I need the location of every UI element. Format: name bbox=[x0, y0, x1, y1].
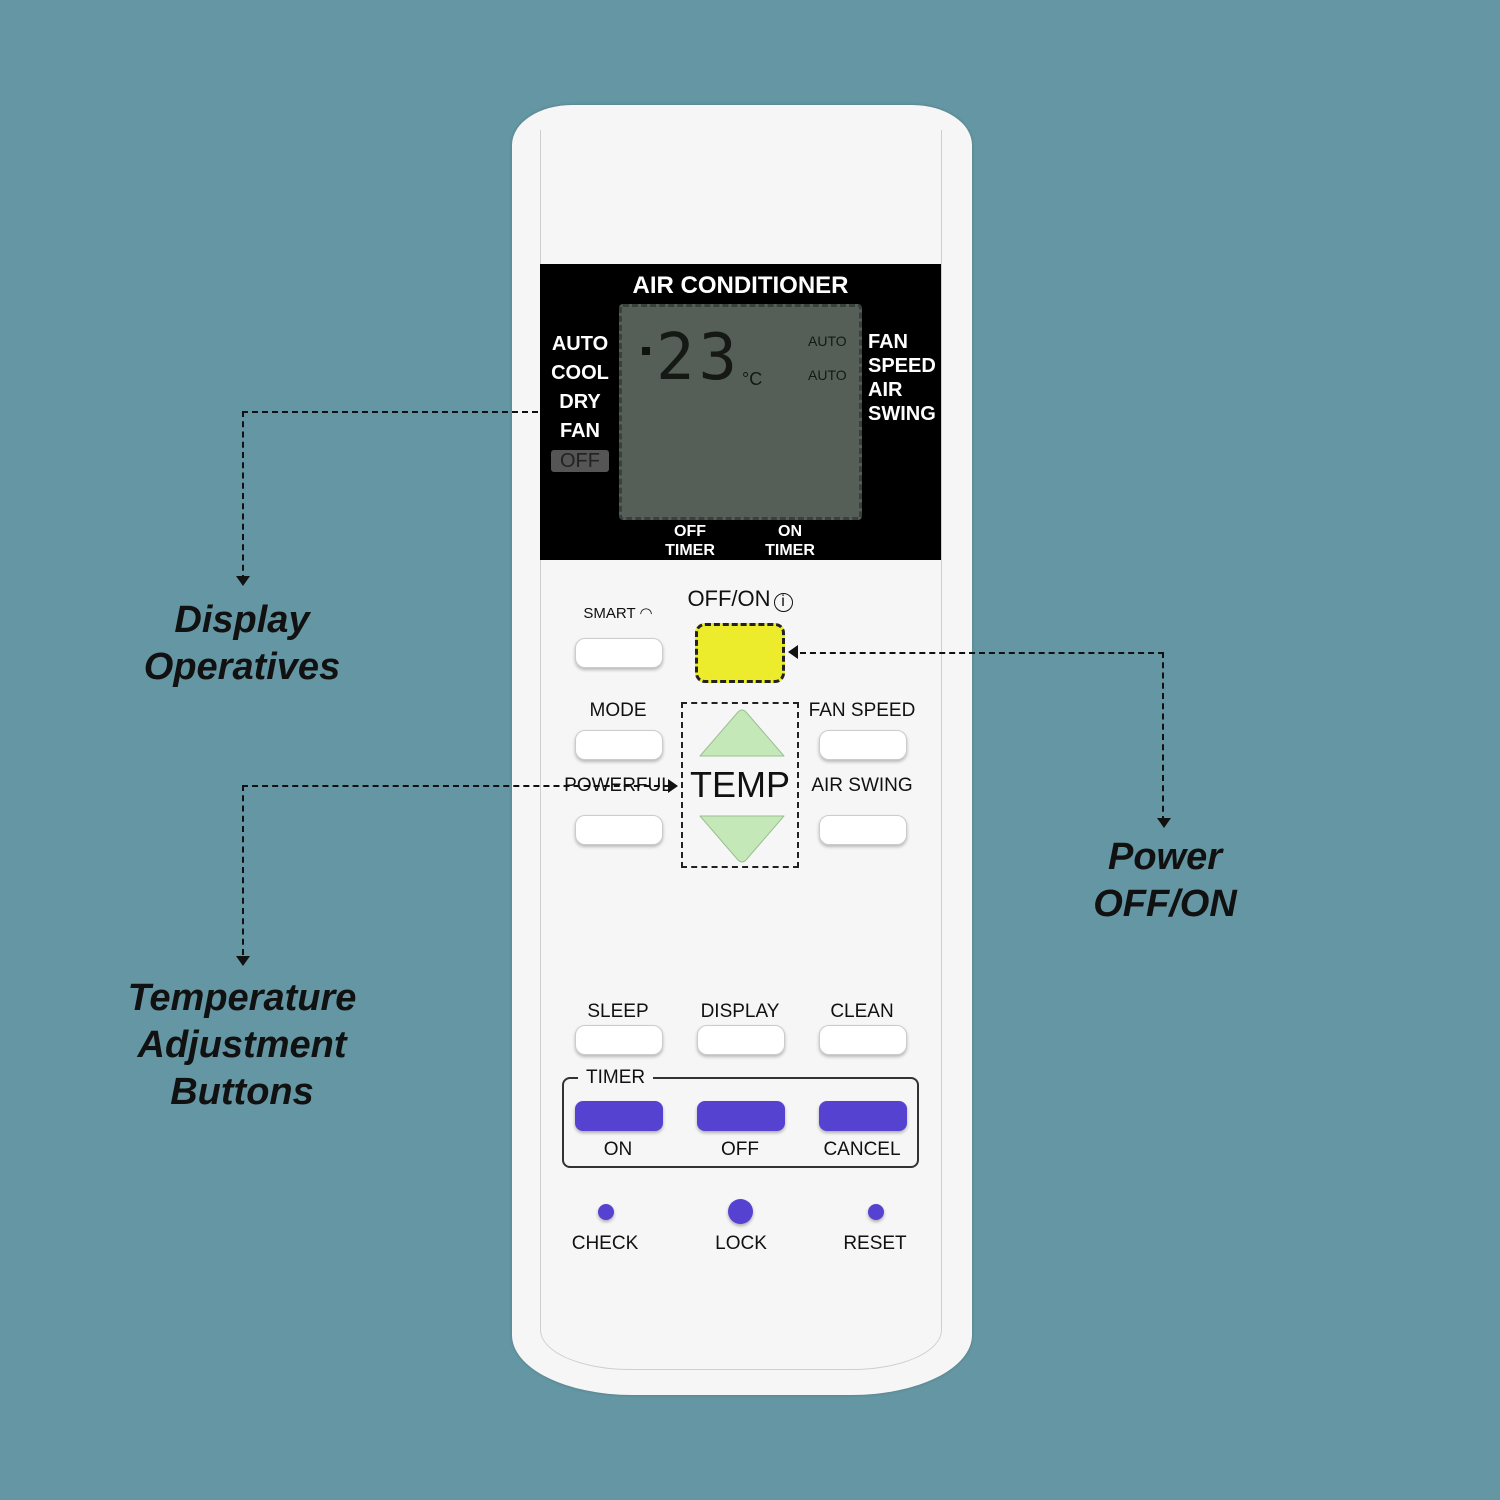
temp-callout-line bbox=[242, 785, 670, 955]
mode-dry: DRY bbox=[559, 391, 601, 413]
mode-off: OFF bbox=[551, 450, 609, 472]
lcd-screen: 23 °C AUTO AUTO bbox=[619, 304, 862, 520]
temp-label: TEMP bbox=[689, 764, 790, 805]
clean-button[interactable] bbox=[819, 1025, 907, 1055]
temperature-unit: °C bbox=[742, 369, 763, 389]
label-air: AIR bbox=[868, 379, 903, 401]
display-callout: Display Operatives bbox=[143, 599, 341, 688]
power-callout-line bbox=[800, 652, 1164, 822]
mode-cool: COOL bbox=[551, 362, 609, 384]
display-callout-line bbox=[242, 411, 538, 581]
wifi-icon: ◠ bbox=[639, 605, 653, 622]
arrow-down-icon bbox=[1157, 818, 1171, 835]
lock-button[interactable] bbox=[728, 1199, 753, 1224]
mode-label: MODE bbox=[589, 700, 647, 721]
smart-button[interactable] bbox=[575, 638, 663, 668]
lcd-dot bbox=[642, 347, 650, 355]
reset-label: RESET bbox=[843, 1233, 907, 1254]
arrow-down-icon bbox=[236, 576, 250, 593]
fan-speed-button[interactable] bbox=[819, 730, 907, 760]
arrow-left-icon bbox=[788, 645, 798, 659]
timer-group bbox=[562, 1077, 919, 1168]
label-fan: FAN bbox=[868, 331, 908, 353]
display-button[interactable] bbox=[697, 1025, 785, 1055]
temp-down-button[interactable] bbox=[694, 812, 790, 868]
mode-list: AUTO COOL DRY FAN OFF bbox=[548, 330, 612, 472]
timer-cancel-button[interactable] bbox=[819, 1101, 907, 1131]
clean-label: CLEAN bbox=[830, 1001, 894, 1022]
display-label: DISPLAY bbox=[700, 1001, 780, 1022]
timer-cancel-label: CANCEL bbox=[823, 1139, 901, 1160]
reset-button[interactable] bbox=[868, 1204, 884, 1220]
check-button[interactable] bbox=[598, 1204, 614, 1220]
label-swing: SWING bbox=[868, 403, 936, 425]
arrow-down-icon bbox=[236, 956, 250, 973]
arrow-right-icon bbox=[668, 779, 685, 793]
power-icon: i bbox=[773, 593, 793, 612]
air-swing-value: AUTO bbox=[808, 367, 847, 383]
air-swing-button[interactable] bbox=[819, 815, 907, 845]
air-swing-label: AIR SWING bbox=[811, 775, 913, 796]
temp-group bbox=[681, 702, 799, 868]
right-labels: FAN SPEED AIR SWING bbox=[868, 330, 936, 426]
sleep-label: SLEEP bbox=[587, 1001, 649, 1022]
timer-off-label: OFF bbox=[721, 1139, 759, 1160]
lock-label: LOCK bbox=[715, 1233, 767, 1254]
timer-on-label: ON bbox=[603, 1139, 633, 1160]
temp-up-button[interactable] bbox=[694, 706, 790, 760]
display-title: AIR CONDITIONER bbox=[632, 272, 849, 299]
temperature-readout: 23 bbox=[656, 321, 742, 395]
sleep-button[interactable] bbox=[575, 1025, 663, 1055]
mode-auto: AUTO bbox=[551, 333, 609, 355]
smart-label: SMART ◠ bbox=[583, 605, 653, 622]
power-button[interactable] bbox=[695, 623, 785, 683]
fan-speed-value: AUTO bbox=[808, 333, 847, 349]
mode-button[interactable] bbox=[575, 730, 663, 760]
powerful-button[interactable] bbox=[575, 815, 663, 845]
timer-off-button[interactable] bbox=[697, 1101, 785, 1131]
power-callout: Power OFF/ON bbox=[1093, 836, 1237, 925]
timer-label: TIMER bbox=[578, 1067, 654, 1089]
timer-on-button[interactable] bbox=[575, 1101, 663, 1131]
label-speed: SPEED bbox=[868, 355, 936, 377]
mode-fan: FAN bbox=[560, 420, 600, 442]
check-label: CHECK bbox=[571, 1233, 639, 1254]
temp-callout: Temperature Adjustment Buttons bbox=[127, 977, 357, 1113]
fan-speed-label: FAN SPEED bbox=[808, 700, 916, 721]
remote-inner-outline bbox=[540, 130, 942, 1370]
